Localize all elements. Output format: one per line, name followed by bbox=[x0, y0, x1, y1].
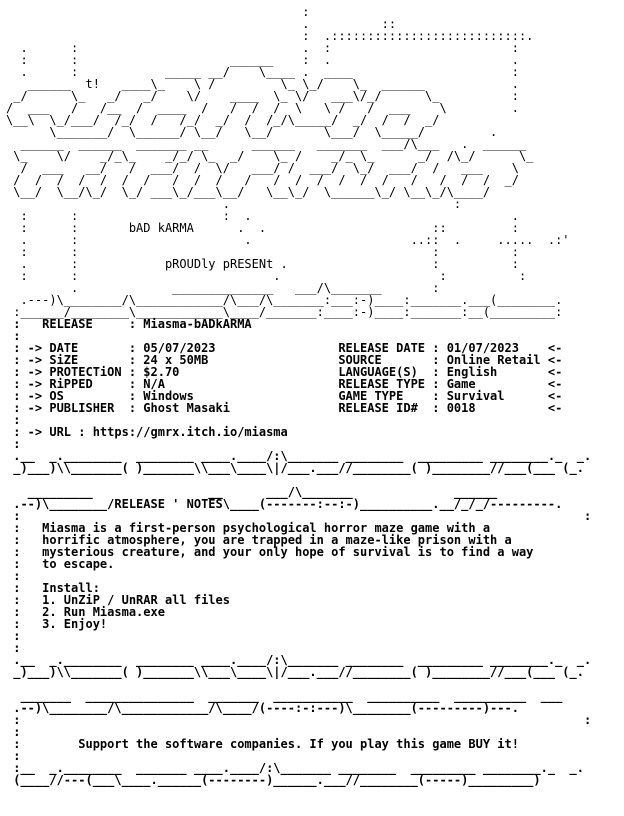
logo-art-line: / ___ __/ / ___/ / \/ ___/ / ___/ \_/ __… bbox=[20, 161, 519, 175]
box-blank-line: : | bbox=[13, 329, 21, 343]
install-title: : Install: | bbox=[13, 581, 100, 595]
logo-art-line: / / / / / / / / / / / / / / / / / / / / … bbox=[13, 173, 519, 187]
logo-art-line: :______/________\____________\____/_____… bbox=[13, 305, 563, 319]
logo-art-line: ______ t! ____\_ \ / \_ \_/ \_ ______ . bbox=[27, 77, 519, 91]
logo-art-line: \__\ \_/___/ /_/ / /_/ _/ / /_/\_____/ _… bbox=[6, 113, 440, 127]
release-notes-header: .--)\________/RELEASE ' NOTES\____(-----… bbox=[13, 497, 563, 511]
notes-description-line: : horrific atmosphere, you are trapped i… bbox=[13, 533, 512, 547]
box-blank-line: : | bbox=[13, 641, 21, 655]
release-url-row: : -> URL : https://gmrx.itch.io/miasma | bbox=[13, 425, 288, 439]
logo-art-line: . : pROUDly pRESENt . : : bbox=[20, 257, 519, 271]
notes-description-line: : mysterious creature, and your only hop… bbox=[13, 545, 534, 559]
logo-art-line: : : bAD kARMA . . :: : bbox=[20, 221, 519, 235]
logo-art-line: : : ______ : . . bbox=[20, 53, 519, 67]
footer-box: _______ _______________ _______ ________… bbox=[6, 678, 618, 786]
logo-art-line: _/ \_ _/ _/ \/ ____ \_ \/ ___\/_/ \_ : bbox=[13, 89, 519, 103]
box-blank-line: : | bbox=[13, 413, 21, 427]
notes-description-line: : to escape. | bbox=[13, 557, 115, 571]
logo-art-line: : : . : : bbox=[20, 269, 527, 283]
logo-art-line: \_ \/ _/_\_ _/_/ \_ _/ \_ / _/_ \_ _/ /\… bbox=[13, 149, 534, 163]
box-blank-line: : | bbox=[13, 725, 21, 739]
logo-art-line: . : . ..:: . ..... .:' bbox=[20, 233, 570, 247]
release-field-row: : -> RiPPED : N/A RELEASE TYPE : Game <-… bbox=[13, 377, 563, 391]
logo-art-line: / ___ / /__ / ____ / / / / \ \ / / ___ \… bbox=[6, 101, 519, 115]
group-logo-ascii-art: : . :: : .:::::::::::::::::::::::::::. .… bbox=[6, 6, 618, 318]
logo-art-line: \__/ \__/\_/ \_/ ___\_/___\__/ \__\_/ \_… bbox=[13, 185, 491, 199]
logo-art-line: \_______/ \______/ \__/ \__/ \___/ \____… bbox=[49, 125, 498, 139]
release-field-row: : -> SiZE : 24 x 50MB SOURCE : Online Re… bbox=[13, 353, 563, 367]
nfo-document: : . :: : .:::::::::::::::::::::::::::. .… bbox=[6, 6, 618, 810]
logo-art-line: . : _____ __/ \____ . ____ : bbox=[20, 65, 519, 79]
logo-art-line: . : bbox=[222, 197, 462, 211]
release-notes-box: _________ __ ___/\_______ ______ .--)\__… bbox=[6, 474, 618, 678]
logo-art-line: : : : . . bbox=[20, 209, 519, 223]
footer-message: : Support the software companies. If you… bbox=[13, 737, 519, 751]
logo-art-line: ______ ______ _______ __ ______ _______ … bbox=[20, 137, 527, 151]
box-blank-line: : | bbox=[13, 437, 21, 451]
box-blank-line: : | bbox=[13, 629, 21, 643]
logo-art-line: : bbox=[302, 6, 310, 19]
release-name-row: : RELEASE : Miasma-bADkARMA | bbox=[13, 317, 252, 331]
release-field-row: : -> OS : Windows GAME TYPE : Survival <… bbox=[13, 389, 563, 403]
logo-art-line: .---)\________/\____________/\___/\_____… bbox=[20, 293, 563, 307]
notes-description-line: : Miasma is a first-person psychological… bbox=[13, 521, 491, 535]
install-step: : 3. Enjoy! | bbox=[13, 617, 108, 631]
release-field-row: : -> PUBLISHER : Ghost Masaki RELEASE ID… bbox=[13, 401, 563, 415]
release-field-row: : -> PROTECTiON : $2.70 LANGUAGE(S) : En… bbox=[13, 365, 563, 379]
release-info-box: : RELEASE : Miasma-bADkARMA | : | : -> D bbox=[6, 318, 618, 474]
logo-art-line: : .:::::::::::::::::::::::::::. bbox=[302, 29, 534, 43]
logo-art-line: . ______________ ___/\_______ : bbox=[71, 281, 440, 295]
box-blank-line: : | bbox=[13, 569, 21, 583]
logo-art-line: : : : : bbox=[20, 245, 519, 259]
box-blank-line: : | bbox=[13, 749, 21, 763]
install-step: : 2. Run Miasma.exe | bbox=[13, 605, 165, 619]
install-step: : 1. UnZiP / UnRAR all files | bbox=[13, 593, 230, 607]
logo-art-line: . :: bbox=[302, 17, 397, 31]
release-field-row: : -> DATE : 05/07/2023 RELEASE DATE : 01… bbox=[13, 341, 563, 355]
logo-art-line: . : . : : bbox=[20, 41, 519, 55]
